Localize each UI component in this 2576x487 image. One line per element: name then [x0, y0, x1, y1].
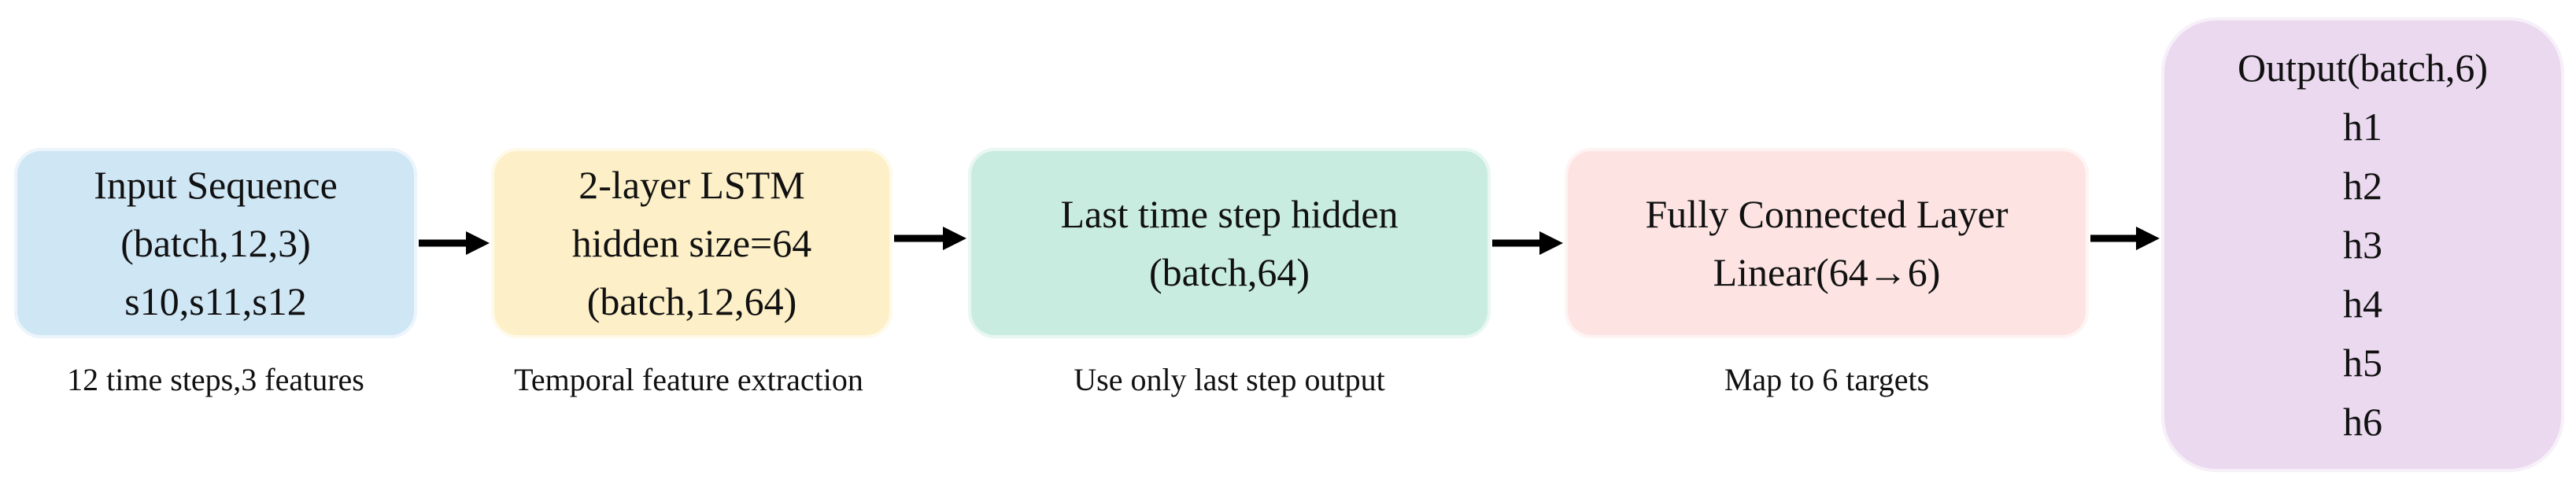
output-title: Output(batch,6): [2238, 45, 2488, 90]
arrow-last-hidden-to-fc: [1492, 231, 1563, 255]
fully-connected-linear: Linear(64→6): [1713, 250, 1941, 294]
last-hidden-node: Last time step hidden (batch,64): [968, 148, 1491, 338]
arrow-input-to-lstm: [419, 231, 490, 255]
lstm-node: 2-layer LSTM hidden size=64 (batch,12,64…: [491, 148, 893, 338]
output-node: Output(batch,6) h1 h2 h3 h4 h5 h6: [2161, 17, 2564, 472]
last-hidden-caption: Use only last step output: [1074, 362, 1385, 397]
arrow-fc-to-output: [2090, 227, 2160, 250]
fully-connected-caption: Map to 6 targets: [1724, 362, 1930, 397]
input-sequence-shape: (batch,12,3): [120, 221, 311, 265]
arrow-lstm-to-last-hidden: [894, 227, 966, 250]
last-hidden-title: Last time step hidden: [1060, 192, 1399, 236]
lstm-shape: (batch,12,64): [586, 279, 797, 323]
input-sequence-title: Input Sequence: [94, 163, 338, 207]
lstm-hidden-size: hidden size=64: [571, 221, 812, 265]
output-h4: h4: [2343, 281, 2382, 326]
fully-connected-title: Fully Connected Layer: [1645, 192, 2009, 236]
input-sequence-node: Input Sequence (batch,12,3) s10,s11,s12: [14, 148, 417, 338]
last-hidden-shape: (batch,64): [1148, 250, 1310, 294]
input-sequence-caption: 12 time steps,3 features: [67, 362, 364, 397]
input-sequence-variables: s10,s11,s12: [124, 279, 307, 323]
output-h3: h3: [2343, 222, 2382, 267]
output-h1: h1: [2343, 104, 2382, 149]
lstm-title: 2-layer LSTM: [578, 163, 805, 207]
lstm-caption: Temporal feature extraction: [514, 362, 863, 397]
output-h6: h6: [2343, 399, 2382, 444]
output-h5: h5: [2343, 340, 2382, 385]
fully-connected-node: Fully Connected Layer Linear(64→6): [1565, 148, 2089, 338]
output-h2: h2: [2343, 163, 2382, 208]
